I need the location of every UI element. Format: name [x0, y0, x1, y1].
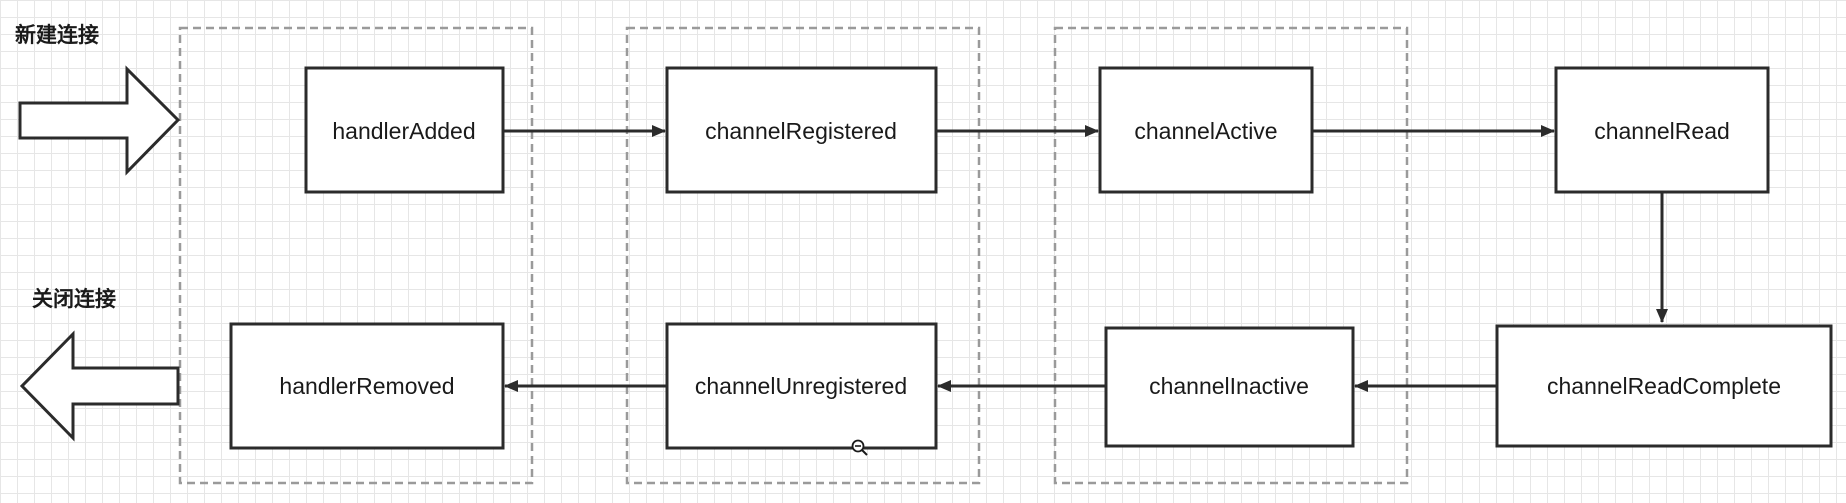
- group-registration: [625, 26, 981, 485]
- node-handler-added-label: handlerAdded: [332, 118, 475, 144]
- node-channel-unregistered-label: channelUnregistered: [695, 373, 907, 399]
- node-handler-added: [304, 66, 505, 194]
- close-connection-label: 关闭连接: [32, 287, 116, 311]
- new-connection-label: 新建连接: [15, 23, 99, 47]
- zoom-out-icon: [851, 439, 868, 456]
- group-activation: [1053, 26, 1409, 485]
- node-channel-active: [1098, 66, 1314, 194]
- node-channel-active-label: channelActive: [1134, 118, 1277, 144]
- group-handler: [178, 26, 534, 485]
- node-channel-inactive: [1104, 326, 1355, 448]
- node-handler-removed: [229, 322, 505, 450]
- close-connection-arrow-icon: [19, 330, 180, 442]
- node-channel-read-complete-label: channelReadComplete: [1547, 373, 1781, 399]
- node-channel-registered: [665, 66, 938, 194]
- node-channel-registered-label: channelRegistered: [705, 118, 897, 144]
- node-handler-removed-label: handlerRemoved: [279, 373, 454, 399]
- node-channel-read-complete: [1495, 324, 1833, 448]
- node-channel-unregistered: [665, 322, 938, 450]
- node-channel-read-label: channelRead: [1594, 118, 1730, 144]
- node-channel-inactive-label: channelInactive: [1149, 373, 1309, 399]
- node-channel-read: [1554, 66, 1770, 194]
- new-connection-arrow-icon: [18, 65, 181, 176]
